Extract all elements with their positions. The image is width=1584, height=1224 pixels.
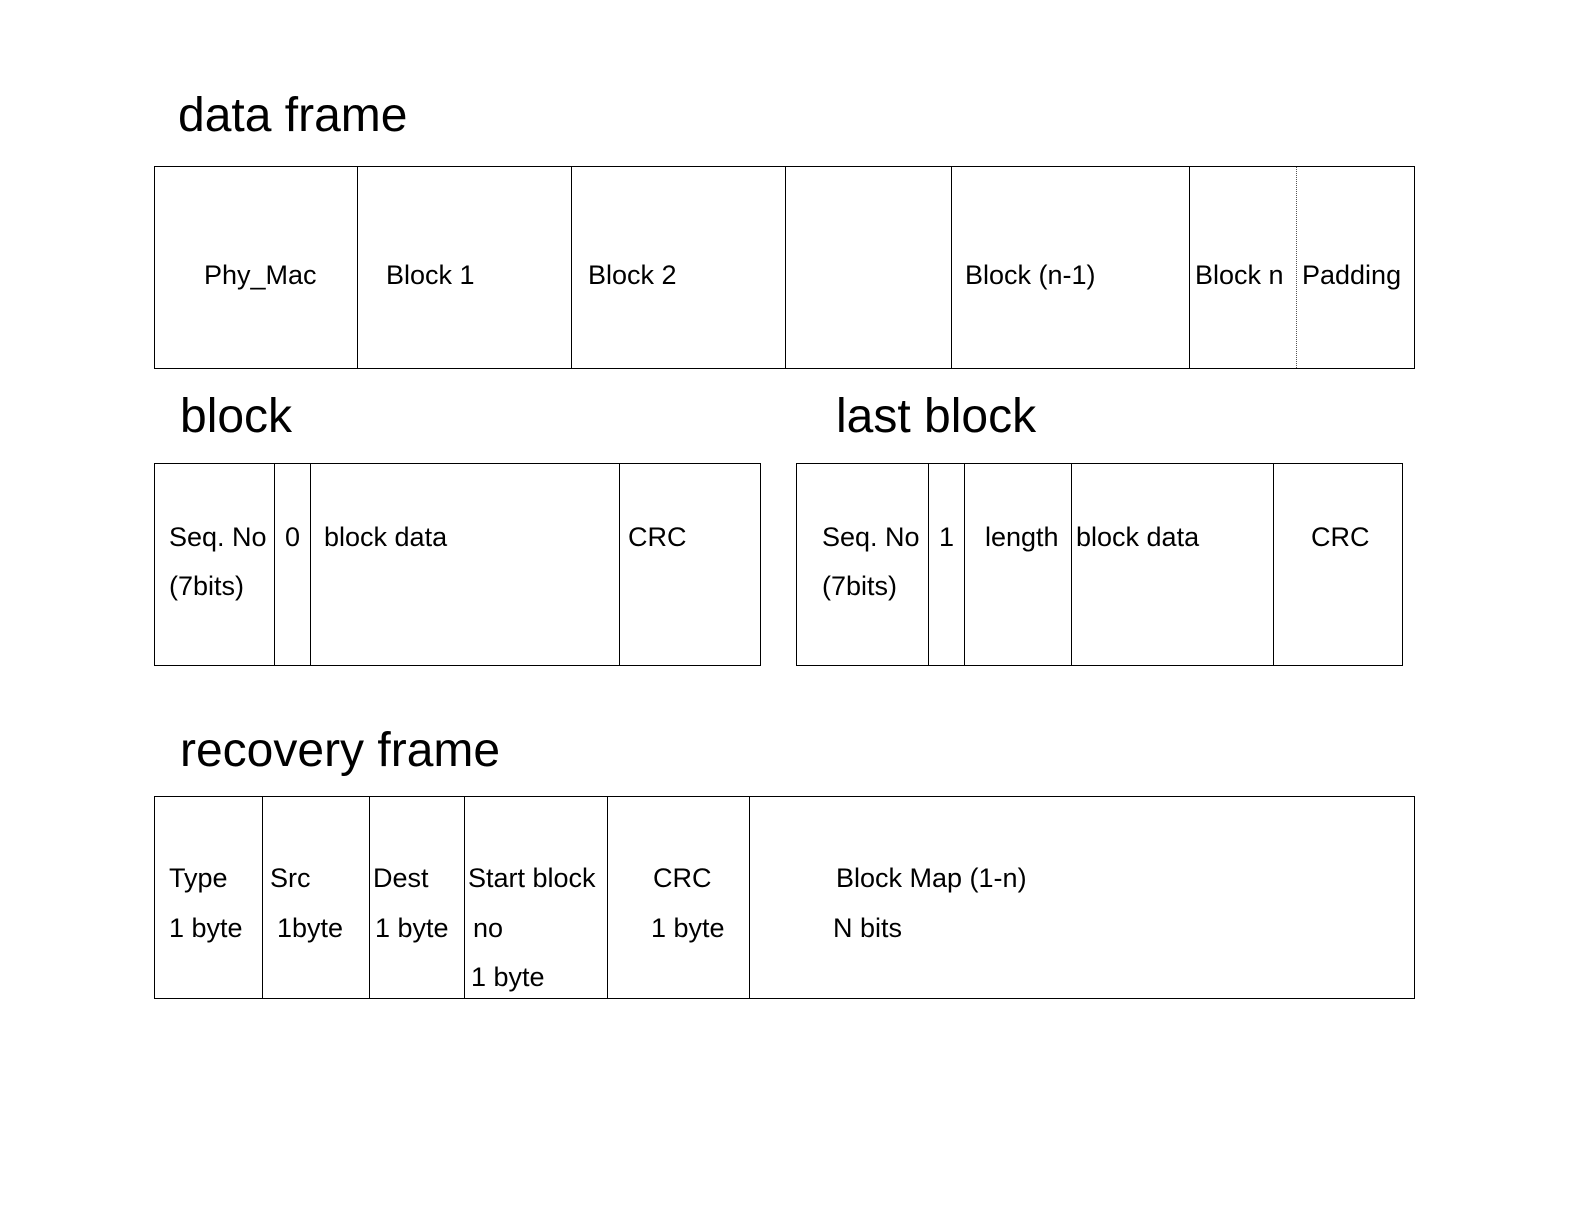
field-label: CRC bbox=[653, 863, 712, 893]
field-label: Dest bbox=[373, 863, 429, 893]
field-label: Padding bbox=[1302, 260, 1402, 290]
recovery-frame-title: recovery frame bbox=[180, 724, 501, 777]
field-dest: Dest 1 byte bbox=[369, 797, 464, 998]
field-label: CRC bbox=[628, 522, 687, 552]
field-src: Src 1byte bbox=[262, 797, 369, 998]
field-label: 1 bbox=[939, 522, 955, 552]
field-label: block data bbox=[324, 522, 448, 552]
field-label: block data bbox=[1076, 522, 1200, 552]
field-label: Block n bbox=[1195, 260, 1284, 290]
field-label: Seq. No bbox=[169, 522, 267, 552]
field-size: 1 byte bbox=[169, 913, 243, 943]
last-block-title: last block bbox=[836, 390, 1037, 443]
field-crc: CRC bbox=[1273, 464, 1402, 665]
block-diagram: Seq. No (7bits) 0 block data CRC bbox=[154, 463, 761, 666]
field-size: N bits bbox=[833, 913, 903, 943]
field-gap bbox=[785, 167, 951, 368]
field-block-2: Block 2 bbox=[571, 167, 785, 368]
field-block-data: block data bbox=[310, 464, 619, 665]
field-crc: CRC bbox=[619, 464, 760, 665]
field-label: Start block bbox=[468, 863, 596, 893]
field-label: Block (n-1) bbox=[965, 260, 1096, 290]
field-label: Src bbox=[270, 863, 311, 893]
field-phy-mac: Phy_Mac bbox=[155, 167, 357, 368]
block-title: block bbox=[180, 390, 293, 443]
field-size: 1 byte bbox=[471, 962, 545, 992]
field-size: 1byte bbox=[277, 913, 344, 943]
field-label: Seq. No bbox=[822, 522, 920, 552]
field-label: Type bbox=[169, 863, 228, 893]
field-label: length bbox=[985, 522, 1059, 552]
data-frame-diagram: Phy_Mac Block 1 Block 2 Block (n-1) Bloc… bbox=[154, 166, 1415, 369]
field-padding: Padding bbox=[1296, 167, 1414, 368]
field-label: no bbox=[473, 913, 504, 943]
field-size: 1 byte bbox=[651, 913, 725, 943]
field-seq-no: Seq. No (7bits) bbox=[797, 464, 928, 665]
field-label: Block 2 bbox=[588, 260, 677, 290]
field-block-n-minus-1: Block (n-1) bbox=[951, 167, 1189, 368]
field-block-n: Block n bbox=[1189, 167, 1296, 368]
field-size: 1 byte bbox=[375, 913, 449, 943]
field-label: Block 1 bbox=[386, 260, 475, 290]
field-block-1: Block 1 bbox=[357, 167, 571, 368]
field-block-data: block data bbox=[1071, 464, 1273, 665]
data-frame-title: data frame bbox=[178, 89, 408, 142]
field-flag: 0 bbox=[274, 464, 310, 665]
field-label: Phy_Mac bbox=[204, 260, 317, 290]
field-label: CRC bbox=[1311, 522, 1370, 552]
field-label: Block Map (1-n) bbox=[836, 863, 1027, 893]
field-type: Type 1 byte bbox=[155, 797, 262, 998]
field-size: (7bits) bbox=[169, 571, 245, 601]
field-seq-no: Seq. No (7bits) bbox=[155, 464, 274, 665]
recovery-frame-diagram: Type 1 byte Src 1byte Dest 1 byte Start … bbox=[154, 796, 1415, 999]
field-length: length bbox=[964, 464, 1071, 665]
field-label: 0 bbox=[285, 522, 301, 552]
field-flag: 1 bbox=[928, 464, 964, 665]
field-block-map: Block Map (1-n) N bits bbox=[749, 797, 1414, 998]
field-size: (7bits) bbox=[822, 571, 898, 601]
last-block-diagram: Seq. No (7bits) 1 length block data CRC bbox=[796, 463, 1403, 666]
field-start-block: Start block no 1 byte bbox=[464, 797, 607, 998]
field-crc: CRC 1 byte bbox=[607, 797, 749, 998]
